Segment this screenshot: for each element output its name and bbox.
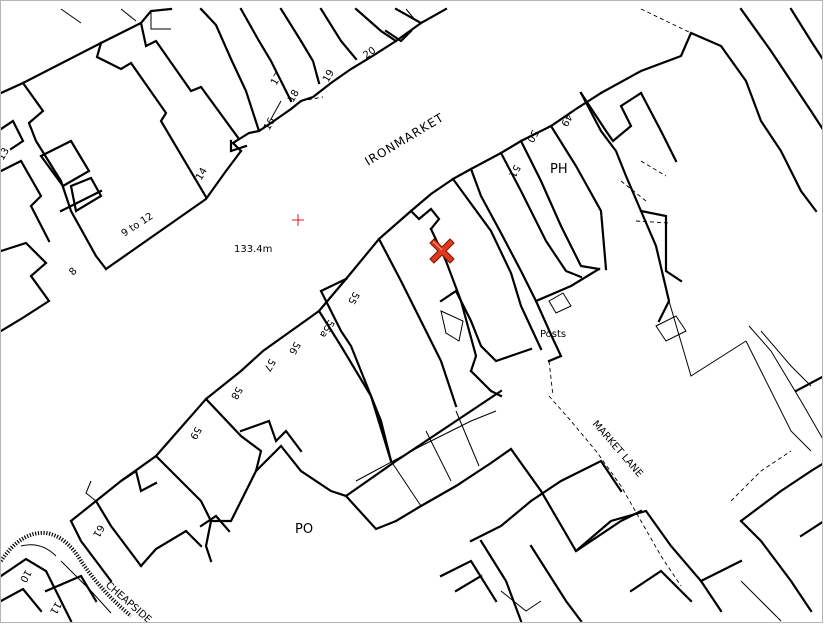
house-number: 55a bbox=[317, 318, 336, 340]
house-number: 57 bbox=[261, 357, 277, 374]
house-number: 50 bbox=[524, 128, 540, 145]
house-number: 19 bbox=[321, 68, 337, 85]
market-lane-buildings bbox=[439, 360, 822, 622]
house-number: 56 bbox=[286, 340, 302, 357]
house-number: 13 bbox=[1, 146, 12, 163]
south-west-buildings bbox=[1, 397, 258, 622]
house-number: 49 bbox=[558, 112, 574, 129]
pub-label: PH bbox=[550, 162, 568, 177]
street-label-ironmarket: IRONMARKET bbox=[362, 110, 446, 168]
place-labels: PH PO Posts 133.4m bbox=[234, 162, 568, 537]
benchmark-icon bbox=[292, 214, 304, 226]
house-number: 20 bbox=[361, 45, 378, 61]
street-labels: IRONMARKET MARKET LANE CHEAPSIDE bbox=[103, 110, 645, 623]
house-number: 58 bbox=[228, 385, 244, 402]
house-number: 10 bbox=[17, 568, 33, 585]
north-east-buildings bbox=[579, 7, 822, 452]
spot-height-label: 133.4m bbox=[234, 244, 272, 255]
house-numbers: 13 14 16 17 18 19 20 9 to 12 8 49 50 51 … bbox=[1, 45, 574, 616]
post-office-label: PO bbox=[295, 522, 313, 537]
house-number: 61 bbox=[90, 523, 106, 540]
location-marker-icon[interactable] bbox=[429, 238, 455, 264]
house-number: 59 bbox=[187, 425, 203, 442]
posts-label: Posts bbox=[540, 329, 566, 340]
house-number: 8 bbox=[67, 266, 79, 278]
street-label-market-lane: MARKET LANE bbox=[590, 419, 645, 480]
street-label-cheapside: CHEAPSIDE bbox=[103, 580, 153, 623]
south-buildings bbox=[204, 91, 608, 531]
north-buildings bbox=[1, 7, 448, 333]
house-number: 55 bbox=[345, 290, 361, 307]
house-number: 9 to 12 bbox=[120, 211, 156, 240]
